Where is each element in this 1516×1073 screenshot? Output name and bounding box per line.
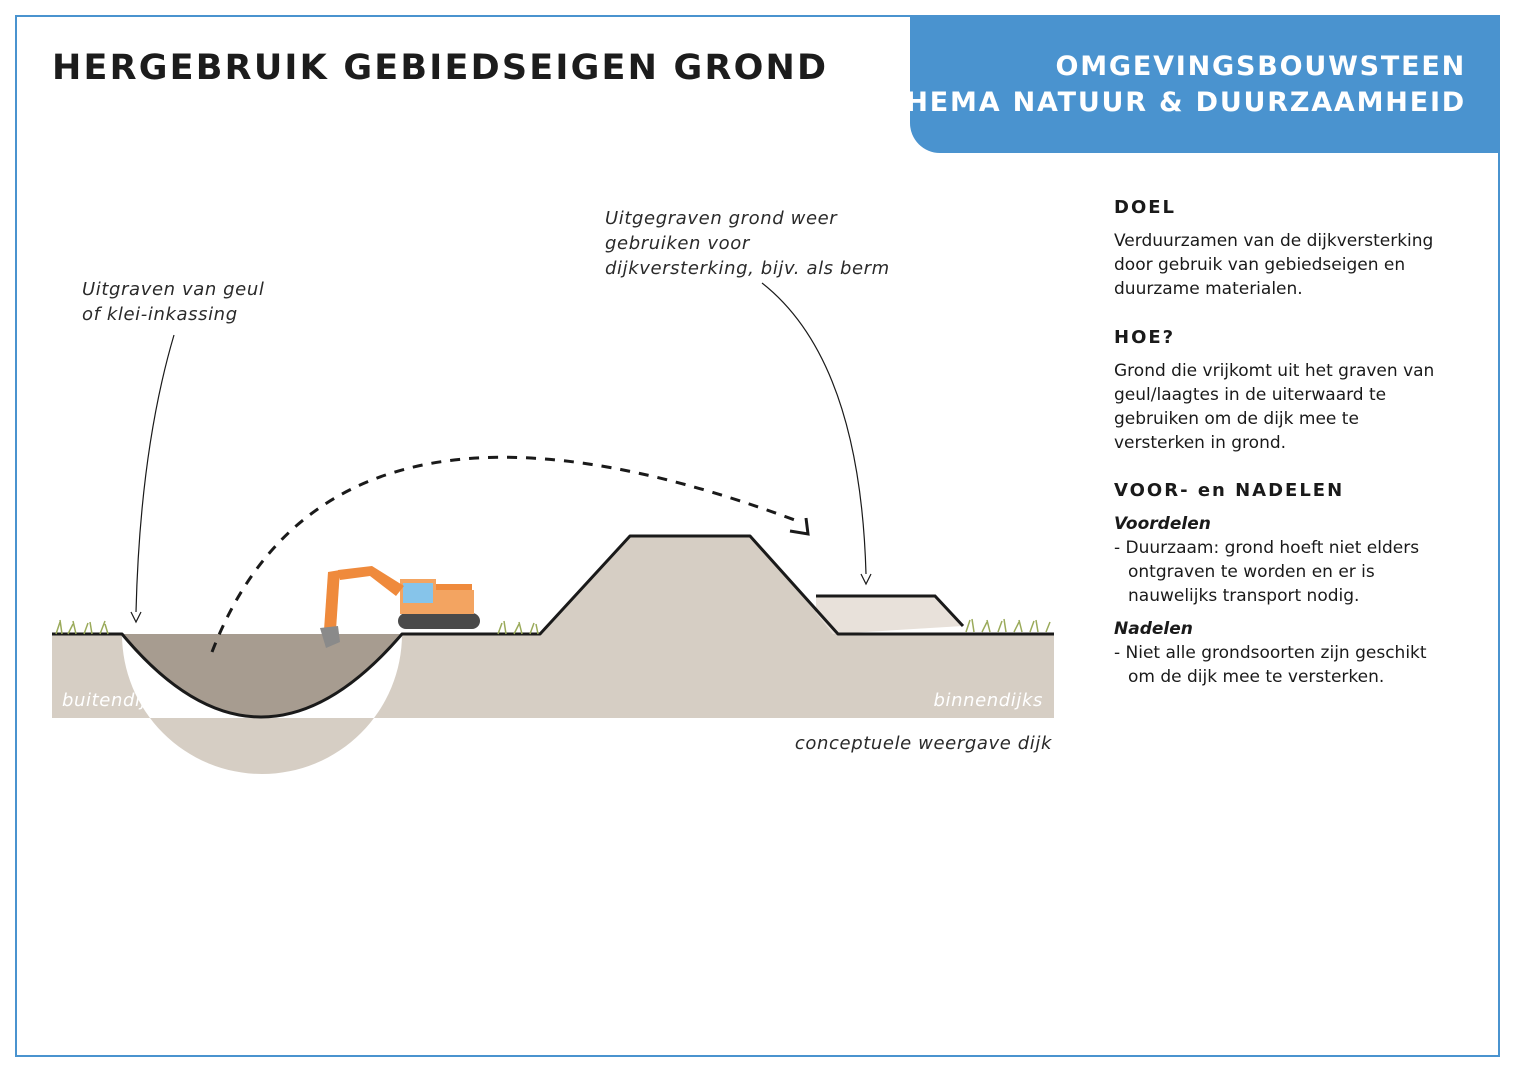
voordelen-label: Voordelen (1114, 514, 1211, 534)
annotation-left-line-2: of klei-inkassing (82, 304, 238, 325)
theme-banner: OMGEVINGSBOUWSTEEN THEMA NATUUR & DUURZA… (885, 15, 1500, 153)
section-doel: DOEL (1114, 196, 1484, 220)
pointer-head-left (130, 611, 142, 624)
nadelen-line-1: - Niet alle grondsoorten zijn geschikt (1114, 643, 1427, 663)
voordelen-line-1: - Duurzaam: grond hoeft niet elders (1114, 538, 1420, 558)
hoe-line-3: gebruiken om de dijk mee te (1114, 409, 1359, 429)
label-binnendijks: binnendijks (933, 690, 1043, 711)
page-frame (15, 15, 1500, 1057)
transfer-arrow-head (789, 517, 810, 536)
voordelen-line-3: nauwelijks transport nodig. (1128, 586, 1360, 606)
voordelen-block: Voordelen - Duurzaam: grond hoeft niet e… (1114, 512, 1484, 608)
annotation-right-line-2: gebruiken voor (605, 233, 751, 254)
pointer-line-left (135, 334, 175, 613)
pointer-line-right (761, 282, 867, 575)
annotation-left-line-1: Uitgraven van geul (82, 279, 264, 300)
pointer-head-right (860, 573, 872, 586)
doel-heading: DOEL (1114, 197, 1177, 218)
hoe-heading: HOE? (1114, 327, 1176, 348)
nadelen-block: Nadelen - Niet alle grondsoorten zijn ge… (1114, 617, 1484, 689)
hoe-text: Grond die vrijkomt uit het graven van ge… (1114, 359, 1484, 455)
voordelen-line-2: ontgraven te worden en er is (1128, 562, 1375, 582)
grass-tufts (55, 618, 1051, 635)
hoe-line-2: geul/laagtes in de uiterwaard te (1114, 385, 1387, 405)
nadelen-line-2: om de dijk mee te versterken. (1128, 667, 1385, 687)
section-voor-nadelen: VOOR- en NADELEN (1114, 479, 1484, 503)
label-buitendijks: buitendijks (62, 690, 167, 711)
ground-surface-line (52, 534, 1054, 719)
hoe-line-4: versterken in grond. (1114, 433, 1287, 453)
page-title: HERGEBRUIK GEBIEDSEIGEN GROND (52, 48, 829, 88)
diagram-caption: conceptuele weergave dijk (795, 733, 1053, 754)
doel-text: Verduurzamen van de dijkversterking door… (1114, 229, 1484, 301)
banner-line-2: THEMA NATUUR & DUURZAAMHEID (885, 87, 1466, 118)
section-hoe: HOE? (1114, 326, 1484, 350)
banner-line-1: OMGEVINGSBOUWSTEEN (1055, 51, 1466, 82)
doel-line-1: Verduurzamen van de dijkversterking (1114, 231, 1434, 251)
excavator-icon (320, 566, 480, 648)
doel-line-3: duurzame materialen. (1114, 279, 1303, 299)
doel-line-2: door gebruik van gebiedseigen en (1114, 255, 1406, 275)
transfer-arrow-path (210, 455, 801, 653)
berm (816, 596, 963, 634)
nadelen-label: Nadelen (1114, 619, 1193, 639)
annotation-right-line-1: Uitgegraven grond weer (605, 208, 838, 229)
annotation-right-line-3: dijkversterking, bijv. als berm (605, 258, 890, 279)
berm-outline (816, 594, 965, 628)
voor-nadelen-heading: VOOR- en NADELEN (1114, 480, 1345, 501)
hoe-line-1: Grond die vrijkomt uit het graven van (1114, 361, 1435, 381)
ground-body (52, 536, 1054, 774)
